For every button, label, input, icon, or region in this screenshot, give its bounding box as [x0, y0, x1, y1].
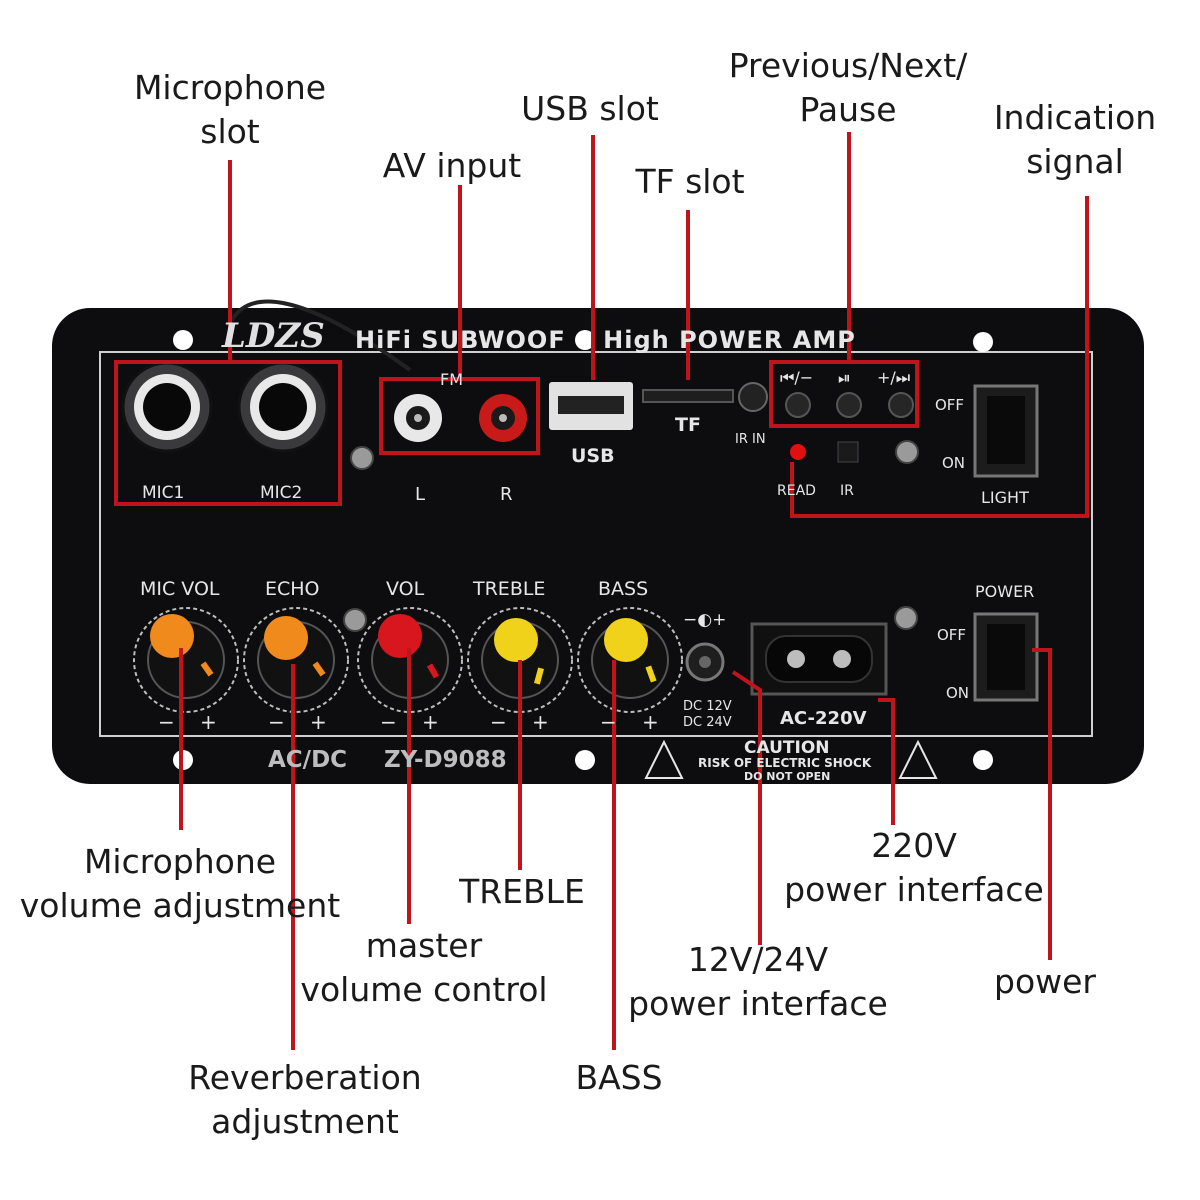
label-vol: VOL — [386, 578, 425, 600]
label-light-off: OFF — [935, 396, 965, 414]
echo-plus: + — [310, 710, 327, 734]
ir-in-jack — [738, 382, 768, 412]
callout-prev-next-pause: Previous/Next/Pause — [728, 46, 968, 129]
label-acdc: AC/DC — [268, 747, 348, 773]
label-echo: ECHO — [265, 578, 320, 600]
vol-minus: − — [380, 710, 397, 734]
callout-av-input: AV input — [382, 146, 522, 185]
label-bass: BASS — [598, 578, 649, 600]
mic-vol-knob — [147, 614, 225, 699]
label-dc24: DC 24V — [683, 715, 732, 730]
mic2-jack — [237, 361, 329, 453]
read-led — [790, 444, 806, 460]
callout-tf-slot: TF slot — [635, 162, 745, 201]
screw-icon — [343, 440, 919, 632]
label-risk: RISK OF ELECTRIC SHOCK — [698, 756, 872, 770]
mic1-jack — [121, 361, 213, 453]
light-rocker-switch — [973, 384, 1039, 478]
label-prev: ⏮/− — [780, 368, 814, 387]
label-mic-vol: MIC VOL — [140, 578, 220, 600]
antenna-wire — [230, 299, 412, 372]
rca-right-jack — [479, 394, 527, 442]
label-mic2: MIC2 — [260, 483, 303, 503]
label-power: POWER — [975, 582, 1035, 601]
label-dc12: DC 12V — [683, 699, 732, 714]
mic-vol-minus: − — [158, 710, 175, 734]
label-dc-symbol: −◐+ — [683, 610, 727, 630]
mounting-holes — [173, 330, 993, 770]
bass-knob — [591, 618, 669, 699]
label-donot: DO NOT OPEN — [744, 770, 831, 783]
label-ir: IR — [840, 483, 854, 499]
treble-minus: − — [490, 710, 507, 734]
label-ir-in: IR IN — [735, 432, 766, 447]
ir-receiver — [837, 441, 859, 463]
vol-plus: + — [422, 710, 439, 734]
bass-minus: − — [600, 710, 617, 734]
power-rocker-switch — [973, 612, 1039, 702]
echo-knob — [257, 616, 335, 699]
label-read: READ — [777, 483, 816, 499]
panel-header: HiFi SUBWOOF High POWER AMP — [355, 326, 856, 354]
label-usb: USB — [571, 445, 615, 467]
label-caution: CAUTION — [744, 738, 830, 758]
callout-bass: BASS — [575, 1058, 663, 1097]
bass-plus: + — [642, 710, 659, 734]
panel-inner-border — [99, 351, 1093, 737]
mic-vol-plus: + — [200, 710, 217, 734]
label-next: +/⏭ — [877, 368, 911, 387]
label-light-on: ON — [942, 454, 966, 472]
buttons-highlight-box — [769, 360, 919, 428]
label-treble: TREBLE — [473, 578, 546, 600]
label-power-on: ON — [946, 684, 970, 702]
label-model: ZY-D9088 — [384, 747, 507, 773]
callout-power: power — [994, 962, 1096, 1001]
treble-plus: + — [532, 710, 549, 734]
label-l: L — [415, 484, 426, 505]
tf-card-slot — [642, 389, 734, 403]
callout-treble: TREBLE — [459, 872, 585, 911]
label-play: ⏯ — [838, 368, 851, 387]
label-ac220: AC-220V — [780, 708, 867, 729]
callout-usb-slot: USB slot — [521, 89, 659, 128]
label-mic1: MIC1 — [142, 483, 185, 503]
label-tf: TF — [675, 414, 701, 436]
label-power-off: OFF — [937, 626, 967, 644]
warning-icon — [644, 739, 938, 779]
callout-lines — [114, 132, 1089, 1050]
rca-left-jack — [394, 394, 442, 442]
brand-logo: LDZS — [222, 316, 325, 356]
usb-port — [549, 382, 633, 430]
ac-socket — [750, 622, 888, 696]
control-buttons — [785, 392, 914, 418]
label-light: LIGHT — [981, 488, 1029, 507]
label-r: R — [500, 484, 513, 505]
echo-minus: − — [268, 710, 285, 734]
label-fm: FM — [440, 370, 464, 389]
knob-rings — [133, 607, 683, 713]
